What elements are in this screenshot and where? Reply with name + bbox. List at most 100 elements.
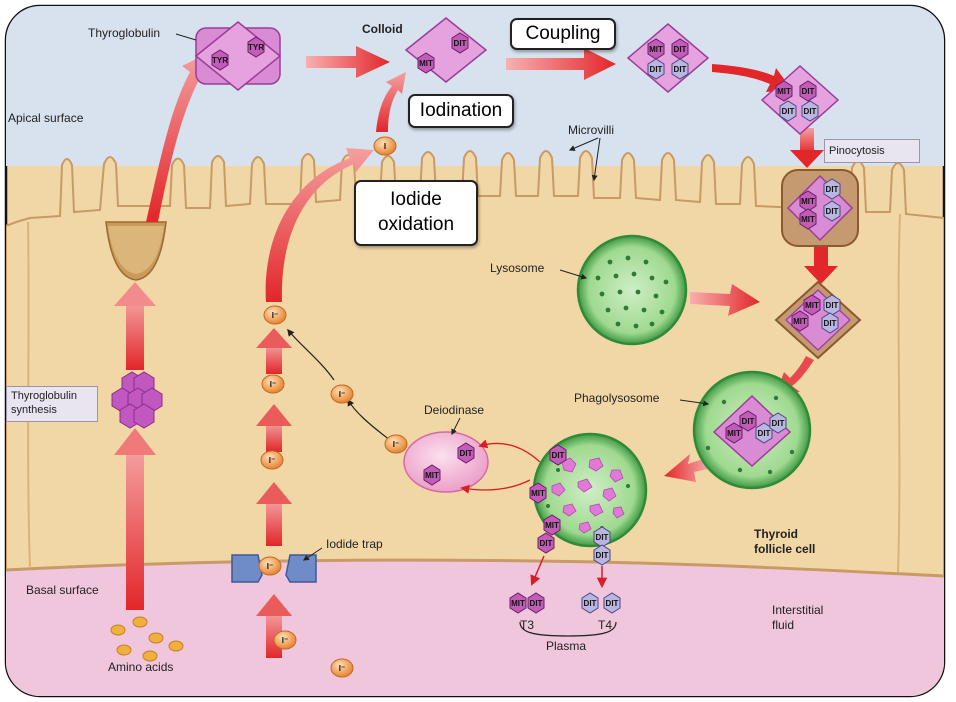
dit-label-coupled-2: DIT	[650, 65, 663, 74]
thyroglobulin-synthesis-cluster	[111, 371, 163, 429]
arrow-amino-to-synthesis	[126, 450, 144, 610]
iodide-label-8: I⁻	[393, 440, 399, 449]
arrow-iodination	[376, 72, 406, 132]
deiodinase-enzyme	[403, 431, 489, 493]
mit-label-coupled: MIT	[649, 45, 663, 54]
dit-label-deiodinase: DIT	[460, 449, 473, 458]
leader-lines	[175, 33, 710, 561]
iodide-label-1: I⁻	[272, 311, 278, 320]
label-interstitial-fluid-2: fluid	[772, 618, 794, 632]
iodine-label-apical: I	[384, 142, 386, 151]
dit-label-vesicle-1: DIT	[826, 185, 839, 194]
arrowhead-iodide-segment-2	[256, 404, 292, 426]
plasma-bracket	[519, 621, 617, 637]
tyr-label-2: TYR	[248, 43, 264, 52]
iodide-label-5: I⁻	[282, 636, 288, 645]
label-colloid: Colloid	[362, 22, 403, 36]
dit-label-coupled-1: DIT	[674, 45, 687, 54]
dit-label-droplet-1: DIT	[826, 301, 839, 310]
t4-molecule	[581, 592, 621, 614]
iodide-label-3: I⁻	[269, 456, 275, 465]
arrowhead-amino-to-synthesis	[114, 428, 156, 455]
arrow-deiodinase-recycle-2	[287, 328, 335, 381]
molecule-labels: TYR TYR MIT DIT MIT DIT DIT DIT MIT DIT …	[212, 39, 839, 608]
tyr-label-1: TYR	[212, 56, 228, 65]
label-plasma: Plasma	[546, 639, 586, 653]
arrow-lysosome-fusion	[690, 284, 760, 316]
mit-label-deiodinase: MIT	[425, 471, 439, 480]
pinocytic-vesicle	[781, 169, 859, 247]
arrow-coupling-to-stored	[712, 64, 792, 92]
arrow-thyroglobulin-to-iodination	[306, 46, 390, 78]
dit-label-stored-1: DIT	[802, 87, 815, 96]
label-t4: T4	[598, 618, 612, 632]
interstitial-region	[6, 560, 944, 696]
thyroglobulin-molecule	[194, 21, 282, 91]
label-thyroglobulin-synthesis-1: Thyroglobulin	[11, 390, 78, 402]
label-t3: T3	[520, 618, 534, 632]
dit-label-stored-3: DIT	[804, 107, 817, 116]
arrow-from-deiodinase	[460, 479, 531, 494]
arrow-droplet-shaft	[814, 242, 828, 270]
label-thyroglobulin: Thyroglobulin	[88, 26, 160, 40]
dit-label-phago-1: DIT	[758, 429, 771, 438]
dit-label-released-3: DIT	[596, 533, 609, 542]
arrow-iodide-to-apical	[265, 148, 374, 302]
dit-label-droplet-2: DIT	[824, 319, 837, 328]
mit-label-phago-1: MIT	[727, 429, 741, 438]
t4-dit-label-2: DIT	[606, 599, 619, 608]
iodide-label-7: I⁻	[339, 390, 345, 399]
iodide-label-6: I⁻	[339, 664, 345, 673]
cell-boundary-right	[897, 213, 901, 573]
callout-coupling: Coupling	[510, 18, 616, 50]
vesicle-inner	[108, 226, 164, 274]
label-lysosome: Lysosome	[490, 261, 545, 275]
arrowhead-droplet	[804, 266, 838, 284]
t3-mit-label: MIT	[511, 599, 525, 608]
dit-label-phago-2: DIT	[772, 419, 785, 428]
basal-membrane	[6, 558, 944, 578]
iodide-labels: I I⁻ I⁻ I⁻ I⁻ I⁻ I⁻ I⁻ I⁻	[267, 142, 399, 673]
arrow-to-deiodinase	[478, 439, 541, 463]
arrow-pinocytosis-shaft	[800, 128, 814, 154]
arrowhead-iodide-segment-1	[256, 482, 292, 504]
mit-label-droplet-1: MIT	[793, 317, 807, 326]
label-iodide-trap: Iodide trap	[326, 537, 383, 551]
arrow-deiodinase-recycle-1	[347, 398, 391, 441]
label-thyroglobulin-synthesis-2: synthesis	[11, 404, 57, 416]
callout-coupling-text: Coupling	[525, 23, 601, 44]
dit-label-stored-2: DIT	[782, 107, 795, 116]
mit-label-iodinated: MIT	[419, 59, 433, 68]
label-basal-surface: Basal surface	[26, 583, 99, 597]
arrow-synthesis-to-vesicle	[126, 300, 144, 370]
amino-acid-dots	[110, 616, 184, 662]
mit-label-released-1: MIT	[531, 489, 545, 498]
arrow-iodide-segment-1	[266, 500, 282, 546]
dit-label-iodinated: DIT	[454, 39, 467, 48]
label-interstitial-fluid-1: Interstitial	[772, 603, 823, 617]
mit-label-vesicle-1: MIT	[801, 197, 815, 206]
iodide-trap-transporter	[231, 554, 317, 583]
callout-iodination: Iodination	[408, 94, 514, 128]
arrow-t3-release	[530, 555, 545, 586]
phagolysosome	[692, 370, 812, 490]
mit-label-released-2: MIT	[545, 521, 559, 530]
arrow-iodide-segment-3	[266, 344, 282, 374]
arrowhead-pinocytosis	[790, 150, 824, 168]
callout-iodide-oxidation-line-1: Iodide	[390, 189, 442, 210]
mit-label-droplet-2: MIT	[805, 301, 819, 310]
arrowhead-synthesis-to-vesicle	[114, 282, 156, 306]
arrowhead-iodide-entry	[256, 594, 292, 616]
mit-label-phago-2: DIT	[742, 417, 755, 426]
arrow-exocytosis-to-colloid	[146, 50, 214, 222]
iodide-ions	[258, 136, 408, 678]
iodide-label-4: I⁻	[267, 562, 273, 571]
lysosome	[576, 234, 688, 346]
coupled-thyroglobulin	[626, 23, 710, 93]
dit-label-vesicle-2: DIT	[826, 207, 839, 216]
callout-iodination-text: Iodination	[419, 100, 503, 121]
dit-label-coupled-3: DIT	[674, 65, 687, 74]
callout-iodide-oxidation: Iodide oxidation	[354, 180, 478, 246]
